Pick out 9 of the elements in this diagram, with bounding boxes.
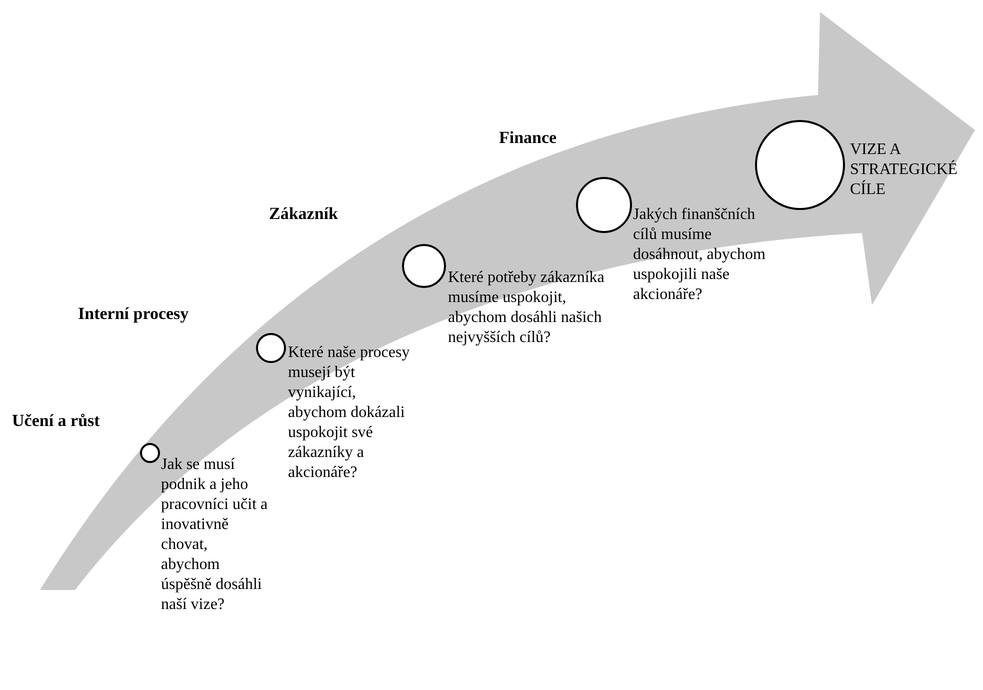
- stage-question: Které potřeby zákazníka musíme uspokojit, abychom dosáhli našich nejvyšších cílů?: [448, 268, 606, 348]
- stage-question: Které naše procesy musejí být vynikající, abychom dokázali uspokojit své zákazníky a akcionáře?: [288, 343, 410, 483]
- stage-heading: Učení a růst: [12, 410, 100, 432]
- stage-question: Jakých finanščních cílů musíme dosáhnout, abychom uspokojili naše akcionáře?: [633, 205, 766, 305]
- stage-heading: Zákazník: [269, 203, 338, 225]
- stage-question: Jak se musí podnik a jeho pracovníci učit a inovativně chovat, abychom úspěšně dosáhli naší vize?: [161, 455, 269, 615]
- stage-question: VIZE A STRATEGICKÉ CÍLE: [850, 140, 959, 200]
- stage-heading: Finance: [499, 127, 557, 149]
- stage-heading: Interní procesy: [78, 303, 189, 325]
